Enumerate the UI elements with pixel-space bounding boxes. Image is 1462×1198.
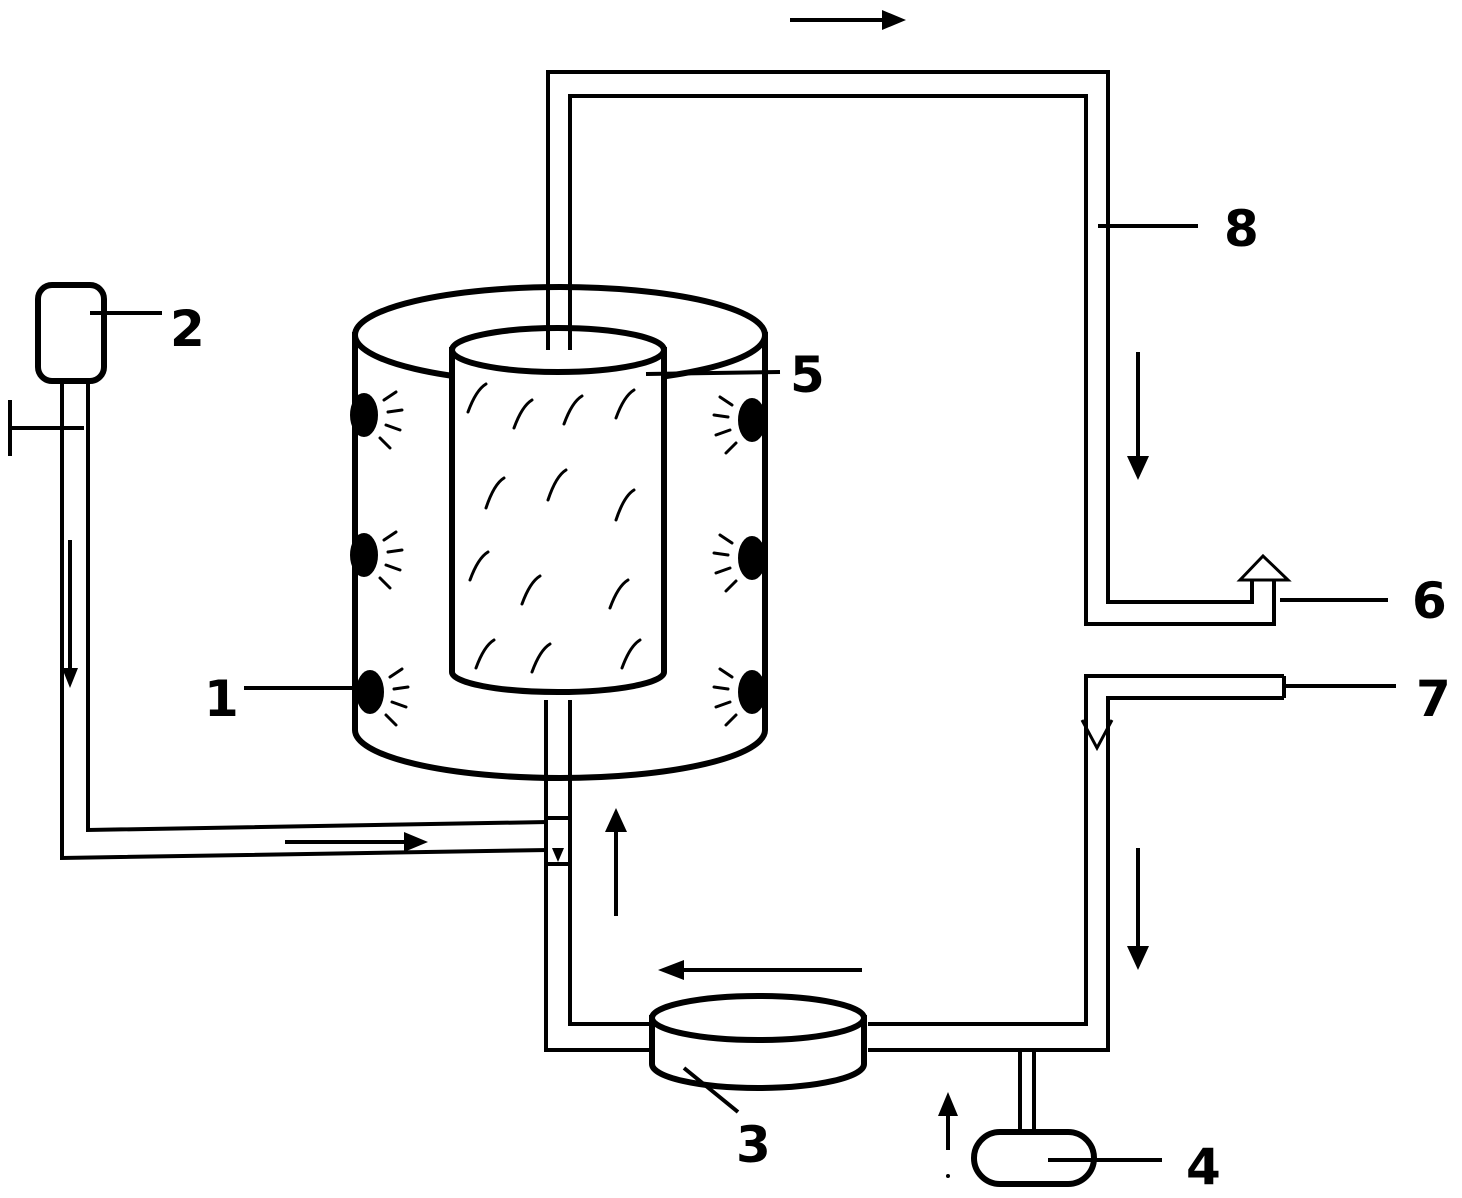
lamp-right-top — [712, 395, 766, 455]
lamp-left-bottom — [356, 667, 410, 727]
liquid-waves — [466, 382, 642, 674]
label-7: 7 — [1416, 670, 1451, 728]
label-5: 5 — [790, 346, 825, 404]
label-6: 6 — [1412, 572, 1447, 630]
label-1: 1 — [204, 670, 239, 728]
inner-reaction-tube — [449, 325, 667, 695]
label-2: 2 — [170, 300, 205, 358]
dosing-unit — [8, 282, 107, 456]
label-4: 4 — [1186, 1138, 1221, 1196]
leader-3 — [682, 1066, 740, 1114]
circulation-pump — [649, 993, 867, 1091]
lamp-left-middle — [350, 530, 404, 590]
label-8: 8 — [1224, 200, 1259, 258]
label-3: 3 — [736, 1116, 771, 1174]
flow-arrows — [605, 10, 1149, 1178]
feed-pipe — [60, 381, 549, 861]
lamp-right-middle — [712, 533, 766, 593]
part-labels: 1 2 3 4 5 6 7 8 — [170, 200, 1451, 1196]
recirculation-pipe — [544, 70, 1292, 1052]
lamp-array — [350, 390, 766, 727]
leader-lines — [90, 224, 1396, 1162]
lamp-left-top — [350, 390, 404, 450]
lamp-right-bottom — [712, 667, 766, 727]
air-line — [1018, 1048, 1036, 1134]
leader-5 — [645, 370, 781, 376]
air-pump — [971, 1048, 1097, 1187]
